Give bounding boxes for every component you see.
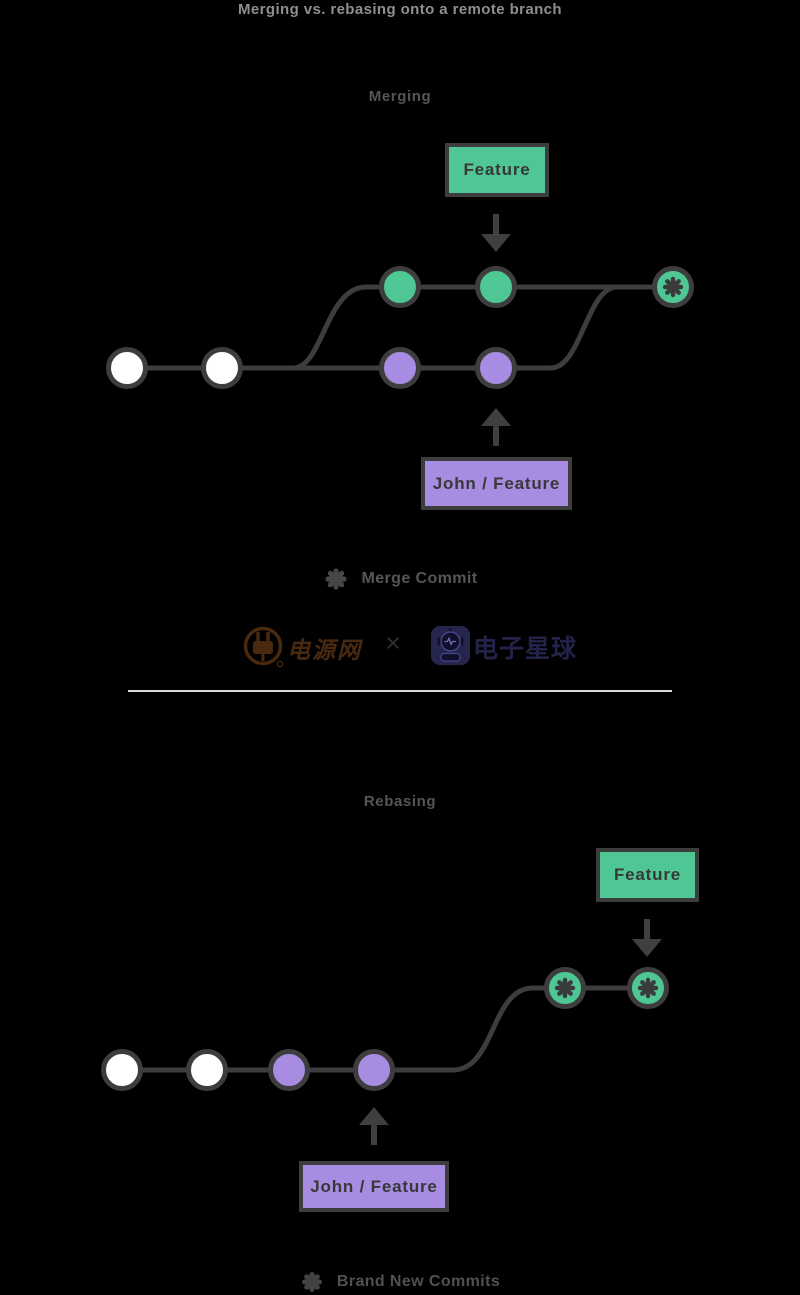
rebasing-branch-tag: John / Feature xyxy=(299,1161,449,1212)
merging-main-line xyxy=(124,284,620,371)
rebasing-legend-label: Brand New Commits xyxy=(336,1273,501,1290)
new-commit-asterisk-icon xyxy=(637,977,659,999)
commit-node-white xyxy=(186,1049,228,1091)
merge-asterisk-icon xyxy=(662,276,684,298)
robot-logo-icon xyxy=(431,626,470,665)
commit-node-purple xyxy=(353,1049,395,1091)
rebasing-legend: Brand New Commits xyxy=(0,1270,800,1294)
merging-down-arrow-icon xyxy=(481,214,511,252)
merging-branch-tag: John / Feature xyxy=(421,457,572,510)
merging-feature-line xyxy=(290,284,659,371)
commit-node-white xyxy=(201,347,243,389)
power-logo-icon xyxy=(243,626,284,668)
merging-legend: Merge Commit xyxy=(0,566,800,592)
rebasing-up-arrow-icon xyxy=(359,1107,389,1145)
sponsor-cross-icon: × xyxy=(385,628,401,658)
merging-feature-tag: Feature xyxy=(445,143,549,197)
commit-node-green xyxy=(379,266,421,308)
power-logo-name: 电源网 xyxy=(287,637,362,663)
page-title: Merging vs. rebasing onto a remote branc… xyxy=(238,1,562,18)
commit-node-purple xyxy=(268,1049,310,1091)
section-divider xyxy=(128,690,672,692)
merging-section-label: Merging xyxy=(368,88,432,105)
rebasing-commit-nodes xyxy=(101,967,669,1091)
commit-node-white xyxy=(101,1049,143,1091)
star-logo-name: 电子星球 xyxy=(473,635,578,663)
new-commit-asterisk-icon xyxy=(554,977,576,999)
commit-node-purple xyxy=(475,347,517,389)
merging-feature-tag-label: Feature xyxy=(463,160,531,179)
merging-legend-label: Merge Commit xyxy=(361,570,478,587)
commit-node-green xyxy=(475,266,517,308)
rebasing-section-label: Rebasing xyxy=(363,793,437,810)
rebasing-branch-tag-label: John / Feature xyxy=(310,1176,438,1196)
rebasing-feature-tag-label: Feature xyxy=(613,865,681,884)
rebasing-feature-tag: Feature xyxy=(596,848,699,902)
commit-node-white xyxy=(106,347,148,389)
merging-commit-nodes xyxy=(106,266,694,389)
merging-up-arrow-icon xyxy=(481,408,511,446)
merging-branch-tag-label: John / Feature xyxy=(432,473,561,493)
rebasing-down-arrow-icon xyxy=(632,919,662,957)
new-commit-burst-icon xyxy=(301,1272,322,1292)
rebasing-main-line xyxy=(119,985,651,1073)
commit-node-purple xyxy=(379,347,421,389)
merge-commit-burst-icon xyxy=(324,568,347,590)
merging-graph xyxy=(124,284,659,371)
